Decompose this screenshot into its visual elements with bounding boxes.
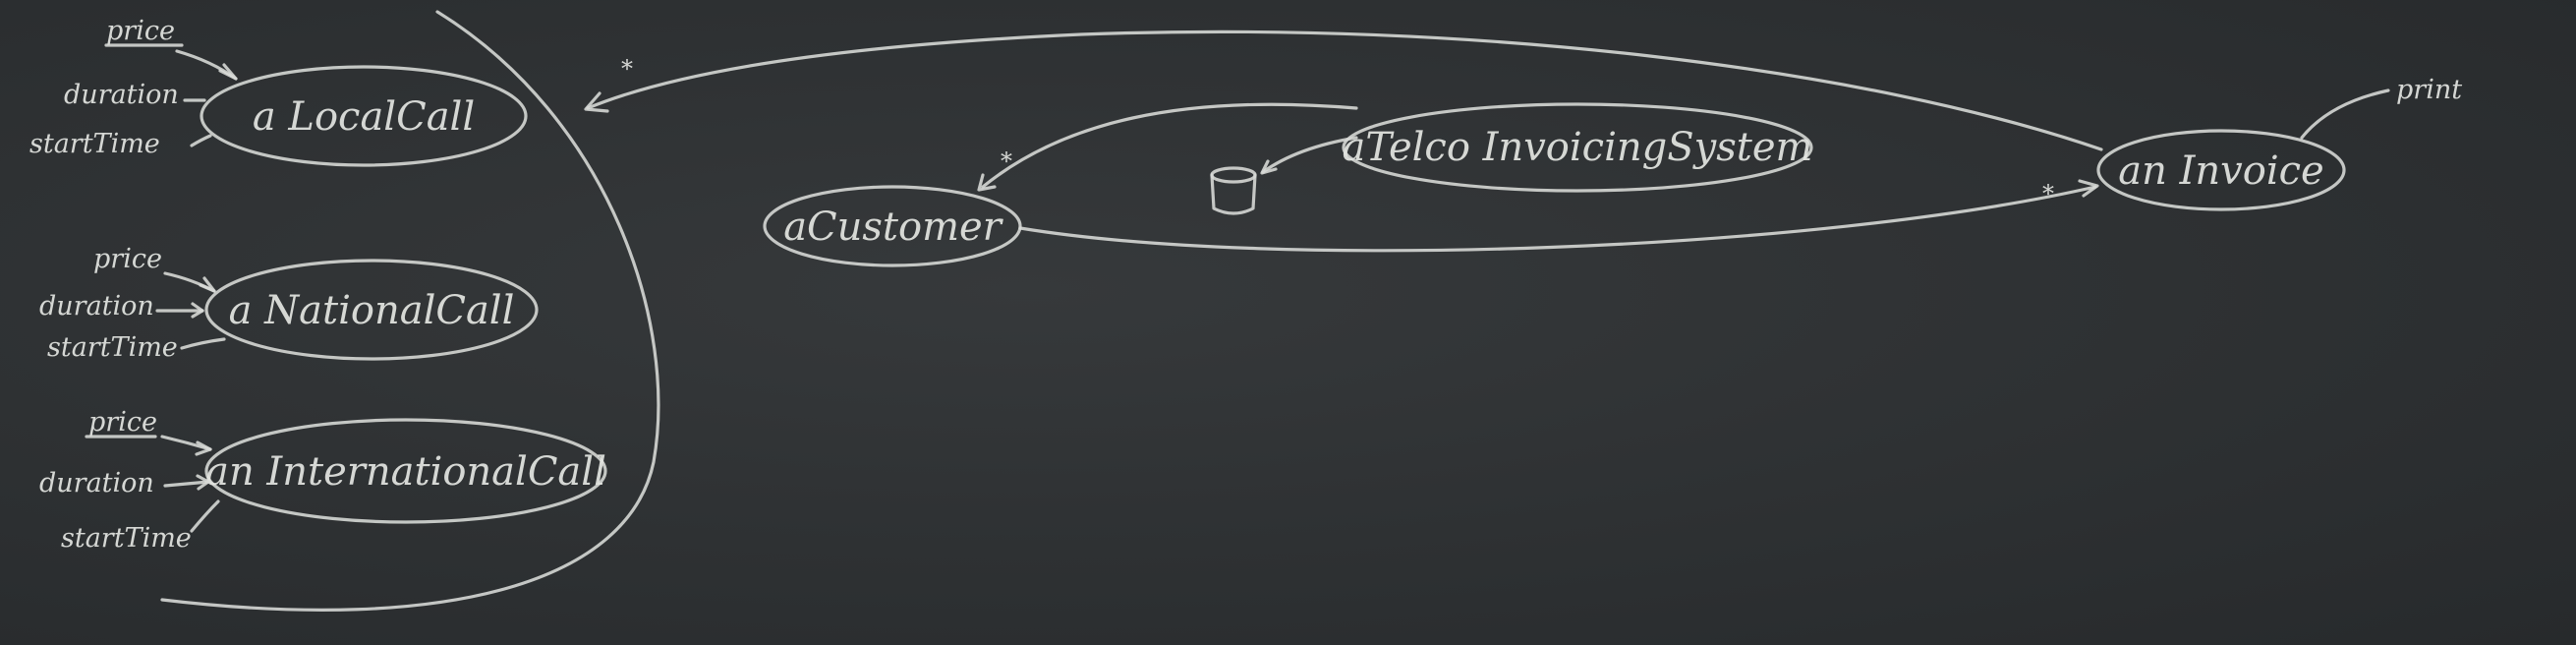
local-call-price-label: price — [106, 16, 175, 46]
local-call-start-time-arrow — [190, 134, 212, 147]
local-call-ellipse — [200, 65, 528, 167]
national-call-ellipse — [204, 259, 539, 361]
international-call-label: an InternationalCall — [205, 449, 606, 495]
invoice-ellipse — [2096, 129, 2346, 211]
international-call-price-arrow — [160, 435, 212, 451]
international-call-price-label: price — [88, 407, 157, 438]
calls-group-curve — [160, 10, 660, 612]
invoice-label: an Invoice — [2118, 148, 2323, 194]
customer-object: aCustomer — [763, 185, 1022, 267]
international-call-duration-arrow — [163, 480, 210, 488]
national-call-label: a NationalCall — [229, 288, 515, 333]
print-message-arrow — [2300, 88, 2390, 140]
international-call-start-time-label: startTime — [61, 523, 192, 554]
international-call-ellipse — [204, 418, 607, 524]
international-call-object: an InternationalCall — [204, 418, 607, 524]
customer-to-invoice-multiplicity: * — [2042, 180, 2054, 207]
customer-label: aCustomer — [783, 205, 1004, 250]
international-call-attributes: price duration startTime — [39, 407, 220, 554]
arrowhead — [195, 440, 212, 456]
telco-system-object: aTelco InvoicingSystem — [1342, 102, 1813, 193]
national-call-price-label: price — [93, 244, 162, 274]
arrowhead — [196, 474, 210, 491]
system-to-customer-multiplicity: * — [1001, 147, 1012, 175]
arrowhead — [218, 63, 238, 81]
local-call-attributes: price duration startTime — [29, 16, 238, 159]
local-call-label: a LocalCall — [253, 94, 475, 140]
telco-system-label: aTelco InvoicingSystem — [1343, 125, 1813, 170]
arrowhead — [584, 91, 609, 113]
print-message-label: print — [2396, 75, 2462, 105]
arrowhead — [199, 276, 216, 293]
local-call-object: a LocalCall — [200, 65, 528, 167]
customer-to-invoice-link — [1018, 185, 2097, 253]
national-call-start-time-label: startTime — [47, 332, 178, 363]
invoice-to-calls-link — [586, 29, 2103, 151]
system-to-database-link — [1261, 136, 1358, 174]
arrowhead — [191, 302, 204, 319]
international-call-start-time-arrow — [190, 499, 220, 533]
national-call-start-time-arrow — [180, 337, 226, 350]
arrowhead — [977, 173, 997, 192]
arrowhead — [1260, 159, 1278, 175]
arrowhead — [2078, 179, 2099, 198]
database-icon — [1210, 166, 1257, 215]
invoice-to-calls-multiplicity: * — [621, 55, 633, 83]
national-call-attributes: price duration startTime — [39, 244, 226, 363]
national-call-duration-label: duration — [39, 291, 154, 322]
national-call-object: a NationalCall — [204, 259, 539, 361]
invoice-object: an Invoice — [2096, 129, 2346, 211]
local-call-duration-label: duration — [64, 80, 179, 110]
telco-system-ellipse — [1342, 102, 1813, 193]
system-to-customer-link — [981, 102, 1358, 189]
customer-ellipse — [763, 185, 1022, 267]
international-call-duration-label: duration — [39, 468, 154, 498]
local-call-start-time-label: startTime — [29, 129, 160, 159]
